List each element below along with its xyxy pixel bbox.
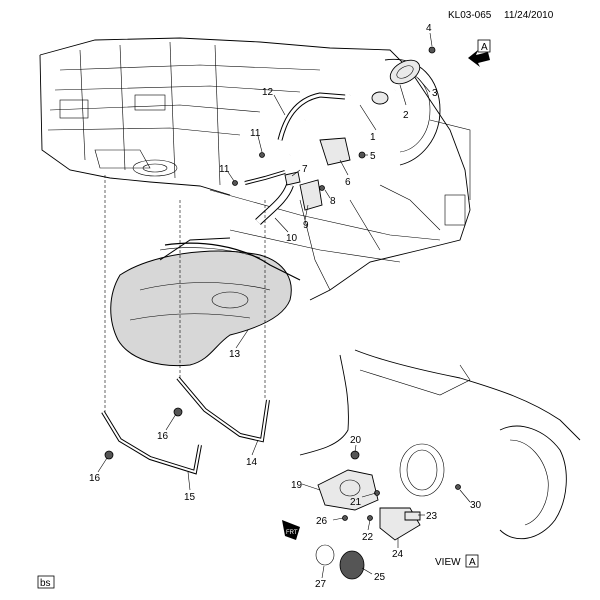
footer-tag-box — [37, 575, 55, 589]
view-caption-text: VIEW — [435, 557, 461, 568]
callout-20: 20 — [350, 435, 362, 446]
callout-27: 27 — [315, 579, 327, 590]
callout-3: 3 — [432, 88, 438, 99]
callout-1: 1 — [370, 132, 376, 143]
view-arrow-a: A — [468, 39, 491, 67]
callout-labels: 1 2 3 4 5 6 7 8 9 10 11 11 12 13 14 15 1… — [89, 23, 482, 590]
callout-9: 9 — [303, 220, 309, 231]
callout-12: 12 — [262, 87, 274, 98]
callout-23: 23 — [426, 511, 438, 522]
callout-14: 14 — [246, 457, 258, 468]
callout-5: 5 — [370, 151, 376, 162]
filler-pipe-assembly — [232, 46, 436, 225]
svg-text:FRT: FRT — [286, 530, 298, 536]
callout-6: 6 — [345, 177, 351, 188]
alignment-lines — [104, 175, 266, 412]
callout-7: 7 — [302, 164, 308, 175]
tank-straps — [101, 376, 270, 475]
callout-2: 2 — [403, 110, 409, 121]
diagram-date: 11/24/2010 — [504, 10, 554, 21]
callout-13: 13 — [229, 349, 241, 360]
callout-11-lower: 11 — [219, 164, 230, 175]
view-caption: VIEW A — [435, 554, 479, 568]
callout-22: 22 — [362, 532, 374, 543]
callout-24: 24 — [392, 549, 404, 560]
callout-11-upper: 11 — [250, 128, 261, 139]
callout-21: 21 — [350, 497, 362, 508]
view-arrow-label: A — [481, 42, 488, 53]
fuel-tank — [110, 237, 301, 367]
callout-4: 4 — [426, 23, 432, 34]
view-a-detail: FRT — [282, 349, 581, 580]
view-arrow-box — [477, 39, 491, 53]
view-caption-box — [465, 554, 479, 568]
callout-16-right: 16 — [157, 431, 169, 442]
callout-19: 19 — [291, 480, 303, 491]
callout-16-left: 16 — [89, 473, 101, 484]
vehicle-underbody — [39, 37, 471, 301]
diagram-code: KL03-065 — [448, 10, 492, 21]
callout-30: 30 — [470, 500, 482, 511]
callout-26: 26 — [316, 516, 328, 527]
leader-lines — [97, 32, 471, 579]
callout-10: 10 — [286, 233, 298, 244]
callout-25: 25 — [374, 572, 386, 583]
view-caption-ref: A — [469, 557, 476, 568]
callout-8: 8 — [330, 196, 336, 207]
footer-tag: bs — [37, 575, 55, 589]
footer-tag-text: bs — [40, 578, 51, 589]
callout-15: 15 — [184, 492, 196, 503]
